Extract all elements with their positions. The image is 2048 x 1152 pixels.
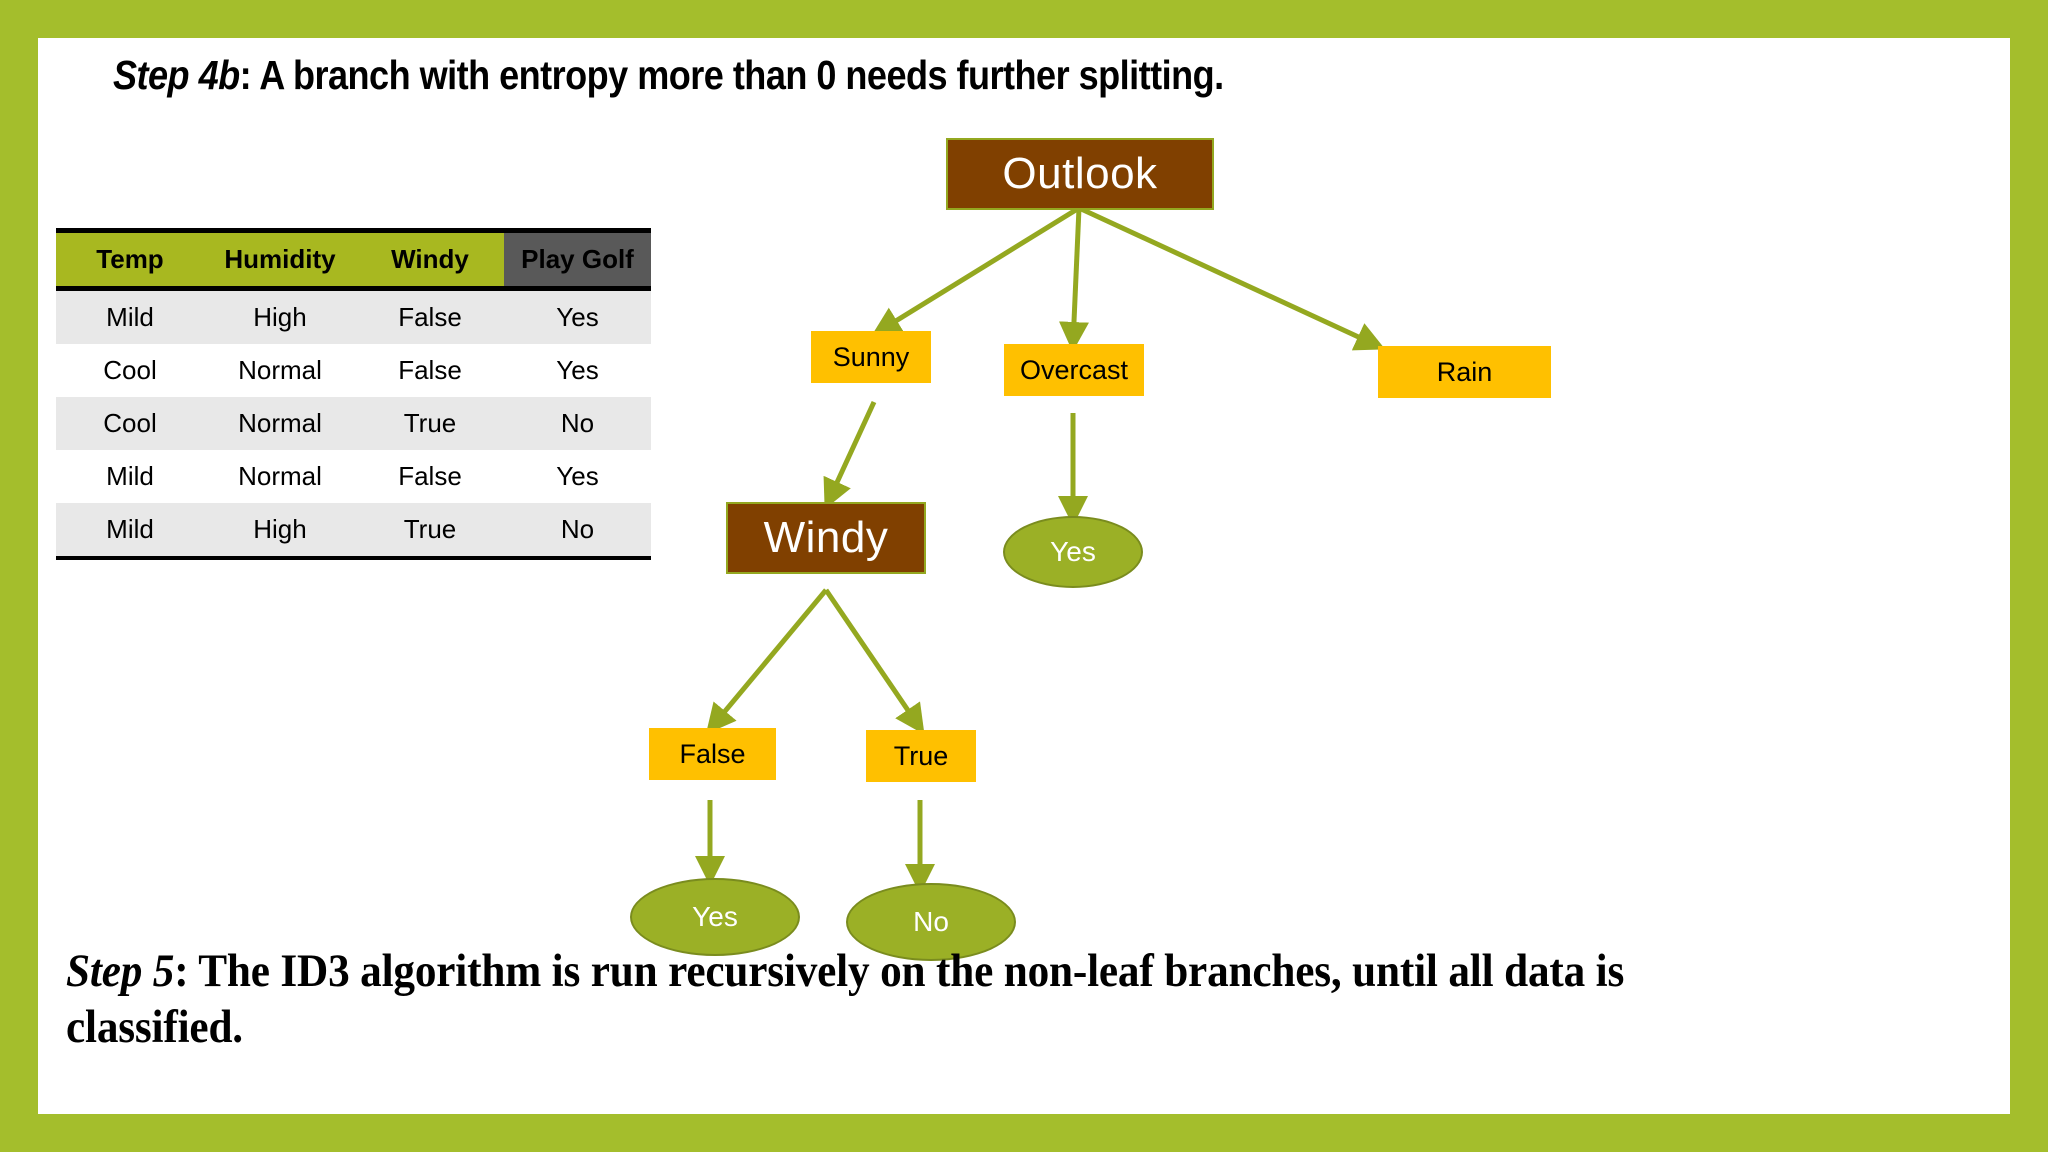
table-header: Temp Humidity Windy Play Golf <box>56 228 651 291</box>
tree-leaf-windy-true-no[interactable]: No <box>846 883 1016 961</box>
column-header-humidity: Humidity <box>204 228 356 291</box>
tree-leaf-windy-false-yes-label: Yes <box>692 901 738 932</box>
tree-node-outlook-label: Outlook <box>1002 149 1158 198</box>
slide-canvas: Step 4b: A branch with entropy more than… <box>38 38 2010 1114</box>
tree-branch-windy-true[interactable]: True <box>866 730 976 782</box>
step-5-text: : The ID3 algorithm is run recursively o… <box>66 945 1635 1054</box>
tree-leaf-windy-true-no-label: No <box>913 906 949 937</box>
column-header-windy: Windy <box>356 228 504 291</box>
cell-humidity: Normal <box>204 397 356 450</box>
cell-windy: True <box>356 397 504 450</box>
tree-node-windy-label: Windy <box>763 513 889 562</box>
cell-windy: False <box>356 344 504 397</box>
weather-data-table: Temp Humidity Windy Play Golf Mild High … <box>56 228 651 560</box>
edge-outlook-sunny <box>871 205 1081 337</box>
tree-branch-windy-true-label: True <box>893 740 949 771</box>
cell-windy: False <box>356 450 504 503</box>
cell-temp: Mild <box>56 450 204 503</box>
edge-outlook-overcast <box>1058 207 1089 352</box>
tree-branch-rain-label: Rain <box>1436 356 1493 387</box>
step-4b-label: Step 4b <box>113 52 240 98</box>
cell-temp: Mild <box>56 288 204 344</box>
column-header-temp: Temp <box>56 228 204 291</box>
cell-windy: False <box>356 288 504 344</box>
tree-branch-rain[interactable]: Rain <box>1378 346 1551 398</box>
edge-sunny-windy <box>823 400 877 510</box>
step-4b-text: : A branch with entropy more than 0 need… <box>239 52 1225 98</box>
cell-temp: Cool <box>56 397 204 450</box>
cell-play-golf: Yes <box>504 450 651 503</box>
tree-branch-sunny-label: Sunny <box>832 341 910 372</box>
table-row: Cool Normal True No <box>56 397 651 450</box>
cell-humidity: High <box>204 503 356 560</box>
tree-leaf-overcast-yes-label: Yes <box>1050 536 1096 567</box>
table-header-row: Temp Humidity Windy Play Golf <box>56 228 651 291</box>
tree-leaf-overcast-yes[interactable]: Yes <box>1003 516 1143 588</box>
cell-humidity: High <box>204 288 356 344</box>
cell-humidity: Normal <box>204 344 356 397</box>
cell-windy: True <box>356 503 504 560</box>
table-row: Mild Normal False Yes <box>56 450 651 503</box>
step-4b-caption: Step 4b: A branch with entropy more than… <box>113 50 1609 101</box>
cell-humidity: Normal <box>204 450 356 503</box>
step-5-label: Step 5 <box>66 945 175 997</box>
tree-branch-sunny[interactable]: Sunny <box>811 331 931 383</box>
table-row: Cool Normal False Yes <box>56 344 651 397</box>
column-header-play-golf: Play Golf <box>504 228 651 291</box>
step-5-caption: Step 5: The ID3 algorithm is run recursi… <box>66 943 1805 1056</box>
tree-node-outlook[interactable]: Outlook <box>946 138 1214 210</box>
edge-windy-true <box>823 588 925 735</box>
tree-branch-overcast[interactable]: Overcast <box>1004 344 1144 396</box>
tree-leaf-windy-false-yes[interactable]: Yes <box>630 878 800 956</box>
table-body: Mild High False Yes Cool Normal False Ye… <box>56 288 651 560</box>
table-row: Mild High True No <box>56 503 651 560</box>
table-row: Mild High False Yes <box>56 288 651 344</box>
cell-play-golf: Yes <box>504 344 651 397</box>
edge-outlook-rain <box>1077 205 1386 351</box>
cell-temp: Cool <box>56 344 204 397</box>
tree-node-windy[interactable]: Windy <box>726 502 926 574</box>
cell-play-golf: Yes <box>504 288 651 344</box>
edge-windy-false <box>705 588 828 735</box>
tree-branch-windy-false[interactable]: False <box>649 728 776 780</box>
tree-branch-overcast-label: Overcast <box>1019 354 1129 385</box>
cell-play-golf: No <box>504 503 651 560</box>
tree-branch-windy-false-label: False <box>679 738 746 769</box>
cell-temp: Mild <box>56 503 204 560</box>
cell-play-golf: No <box>504 397 651 450</box>
